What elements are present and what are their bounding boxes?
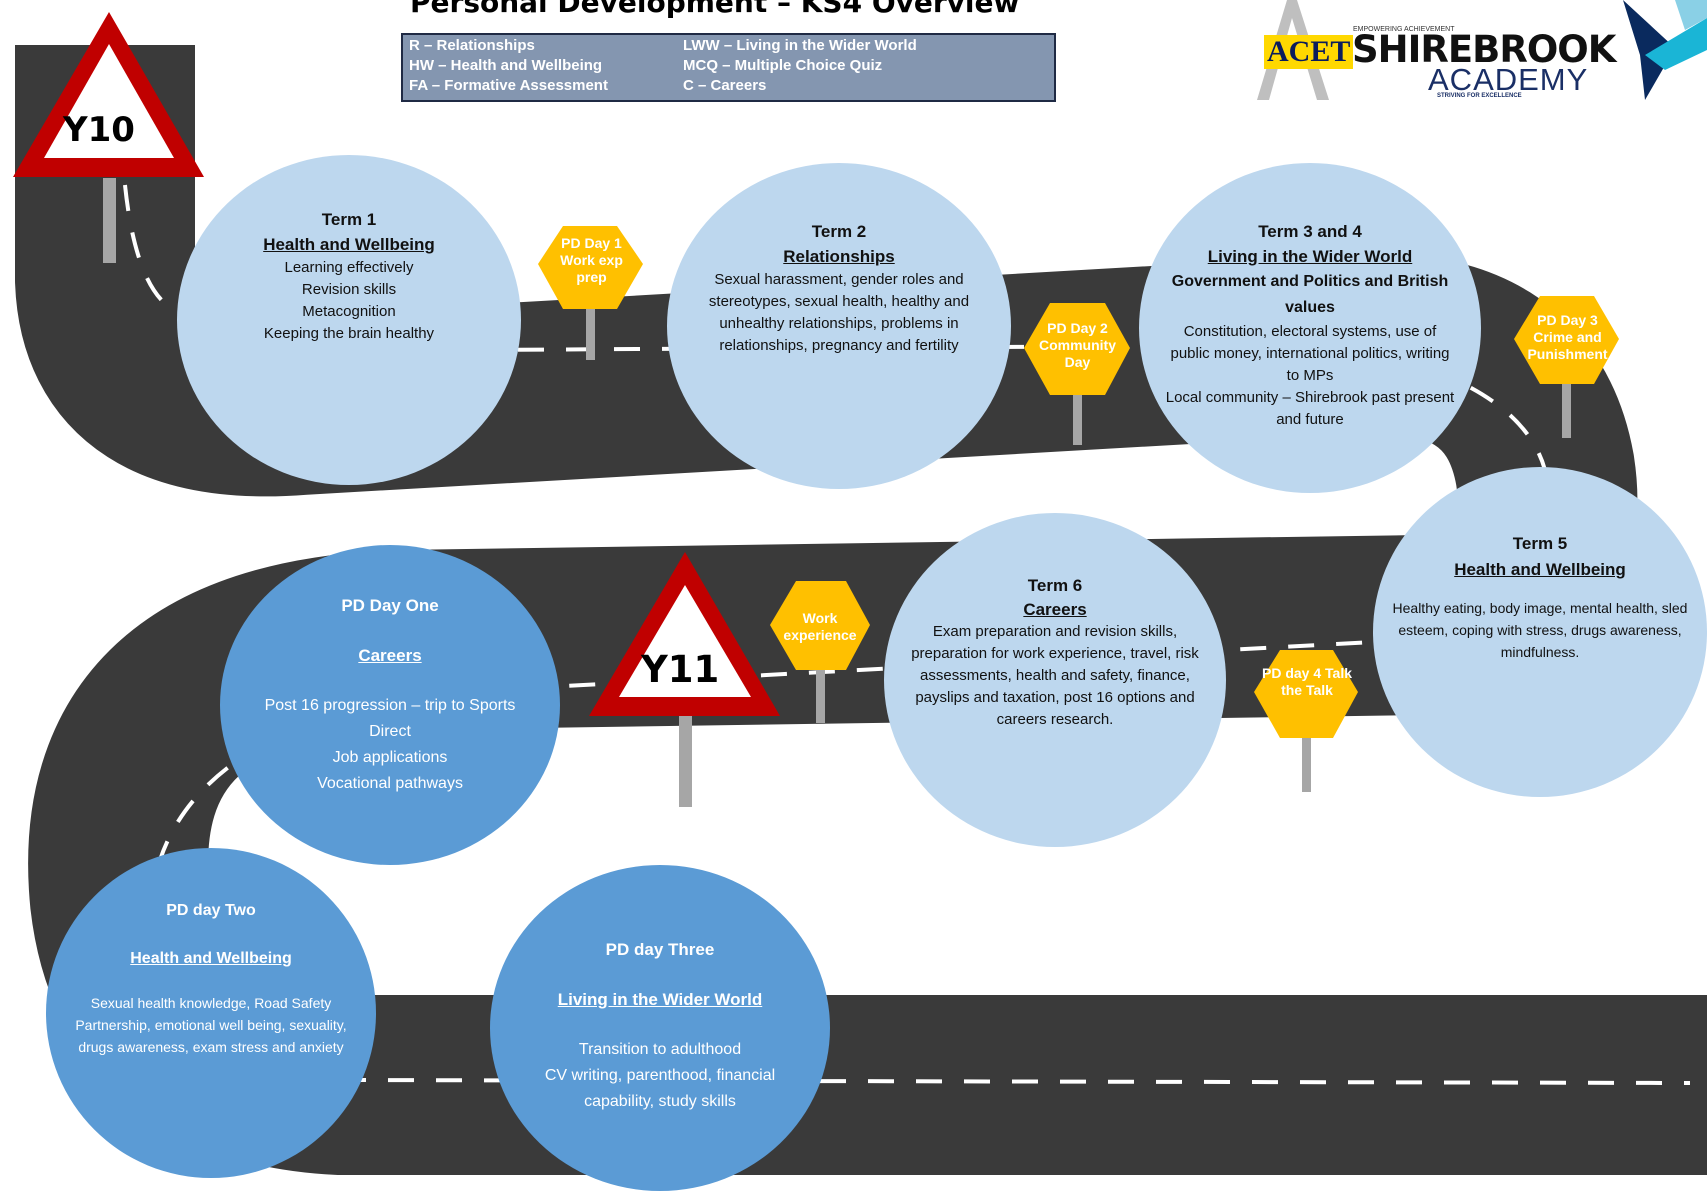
term-label: Term 6 xyxy=(1027,576,1083,595)
term5-circle: Term 5 Health and Wellbeing Healthy eati… xyxy=(1373,467,1707,797)
term-topic: Careers xyxy=(1023,600,1087,619)
term-body: Sexual harassment, gender roles and ster… xyxy=(708,271,970,354)
legend-item: LWW – Living in the Wider World xyxy=(683,37,917,54)
pd-day-body: Sexual health knowledge, Road Safety Par… xyxy=(75,995,347,1055)
logo-academy: ACADEMY xyxy=(1428,62,1589,97)
legend-item: C – Careers xyxy=(683,77,767,94)
term-label: Term 1 xyxy=(321,210,377,229)
hex-sign-work xyxy=(770,581,870,723)
term-body-2: Local community – Shirebrook past presen… xyxy=(1165,389,1455,428)
pd-day-line: Transition to adulthood xyxy=(578,1041,742,1058)
logo-a-icon xyxy=(1257,0,1329,100)
logo-motto: STRIVING FOR EXCELLENCE xyxy=(1437,93,1522,99)
y11-label: Y11 xyxy=(641,648,720,691)
y11-sign xyxy=(589,552,780,807)
term2-circle: Term 2 Relationships Sexual harassment, … xyxy=(667,163,1011,489)
road-centre-line xyxy=(123,184,1691,1085)
pd-day-line: CV writing, parenthood, financial capabi… xyxy=(544,1067,776,1110)
pd-day-label: PD day Two xyxy=(166,902,256,919)
pd-day-label: PD day Three xyxy=(605,940,715,959)
pd-day-line: Vocational pathways xyxy=(317,775,463,792)
term-topic: Relationships xyxy=(783,247,895,266)
hex-sign-pd4 xyxy=(1254,650,1358,792)
term-topic: Health and Wellbeing xyxy=(263,235,435,254)
logo-acet: ACET xyxy=(1264,35,1354,69)
logo-name: SHIREBROOK xyxy=(1352,28,1616,71)
legend-box: R – Relationships HW – Health and Wellbe… xyxy=(401,33,1056,102)
term-line: Revision skills xyxy=(301,281,397,298)
hex-sign-pd3 xyxy=(1514,296,1619,438)
y10-label: Y10 xyxy=(63,110,135,150)
hex-sign-pd1 xyxy=(538,226,643,360)
term-subtopic: Government and Politics and British valu… xyxy=(1171,273,1449,316)
legend-item: MCQ – Multiple Choice Quiz xyxy=(683,57,883,74)
hex-sign-pd2 xyxy=(1024,303,1130,445)
term-body: Exam preparation and revision skills, pr… xyxy=(911,623,1199,728)
pd-day-two-circle: PD day Two Health and Wellbeing Sexual h… xyxy=(46,848,376,1178)
term-label: Term 5 xyxy=(1512,534,1568,553)
pd-day-one-circle: PD Day One Careers Post 16 progression –… xyxy=(220,545,560,865)
term-line: Metacognition xyxy=(302,303,396,320)
term-line: Keeping the brain healthy xyxy=(263,325,435,342)
hex-label-work: Work experience xyxy=(783,610,857,643)
legend-item: HW – Health and Wellbeing xyxy=(409,57,603,74)
term-body: Constitution, electoral systems, use of … xyxy=(1170,323,1450,384)
pd-day-line: Post 16 progression – trip to Sports Dir… xyxy=(264,697,516,740)
term-line: Learning effectively xyxy=(284,259,414,276)
pd-day-topic: Health and Wellbeing xyxy=(130,950,292,967)
hex-label-pd4: PD day 4 Talk the Talk xyxy=(1262,665,1353,698)
hex-label-pd1: PD Day 1 Work exp prep xyxy=(560,235,623,285)
logo-star-icon xyxy=(1623,0,1707,100)
term34-circle: Term 3 and 4 Living in the Wider World G… xyxy=(1139,163,1481,493)
hex-label-pd2: PD Day 2 Community Day xyxy=(1039,320,1116,370)
term6-circle: Term 6 Careers Exam preparation and revi… xyxy=(884,513,1226,847)
pd-day-label: PD Day One xyxy=(341,596,439,615)
term-label: Term 3 and 4 xyxy=(1258,222,1362,241)
legend-item: FA – Formative Assessment xyxy=(409,77,608,94)
y10-sign xyxy=(13,12,204,263)
academy-logo xyxy=(1257,0,1707,100)
page-title: Personal Development – KS4 Overview xyxy=(410,0,1020,19)
logo-tagline: EMPOWERING ACHIEVEMENT xyxy=(1353,26,1455,33)
term-topic: Living in the Wider World xyxy=(1207,247,1413,266)
term-label: Term 2 xyxy=(811,222,867,241)
hex-label-pd3: PD Day 3 Crime and Punishment xyxy=(1527,312,1608,362)
pd-day-three-circle: PD day Three Living in the Wider World T… xyxy=(490,865,830,1191)
legend-item: R – Relationships xyxy=(409,37,535,54)
pd-day-topic: Careers xyxy=(358,646,422,665)
term-body: Healthy eating, body image, mental healt… xyxy=(1392,600,1688,660)
pd-day-topic: Living in the Wider World xyxy=(557,990,763,1009)
term1-circle: Term 1 Health and Wellbeing Learning eff… xyxy=(177,155,521,485)
term-topic: Health and Wellbeing xyxy=(1454,560,1626,579)
pd-day-line: Job applications xyxy=(332,749,448,766)
